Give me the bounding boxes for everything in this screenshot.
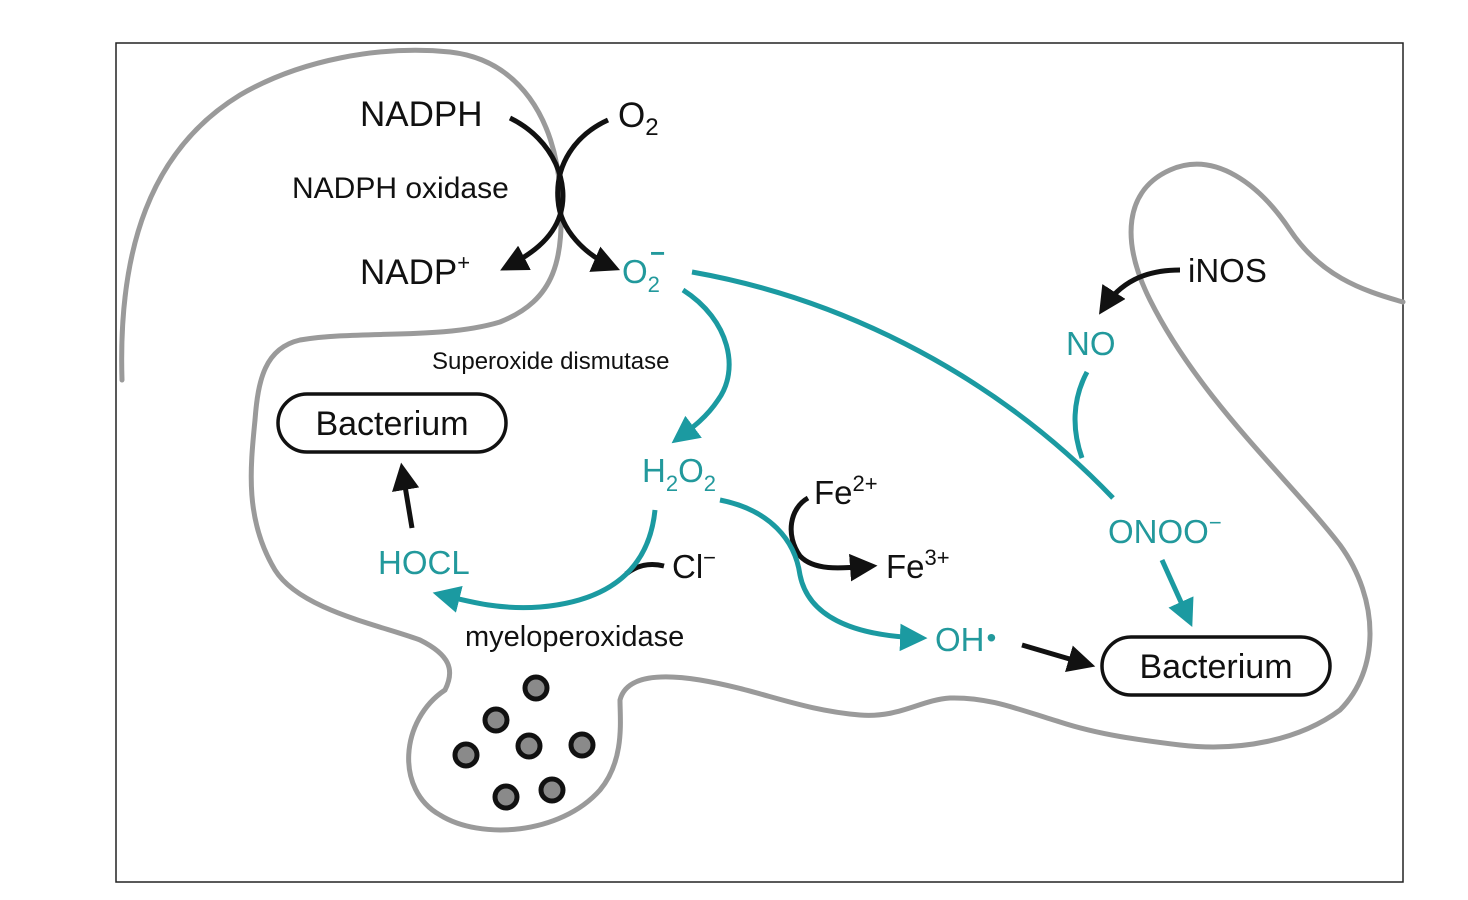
chloride-label: Cl− — [672, 545, 716, 585]
hypochlorous-acid-label: HOCL — [378, 544, 470, 581]
arrow-superoxide-to-h2o2 — [671, 287, 732, 444]
bacterium-left-label: Bacterium — [315, 405, 468, 443]
arrow-h2o2-to-hydroxyl — [719, 497, 928, 652]
superoxide-label: O2 — [622, 253, 660, 297]
o2-label: O2 — [618, 96, 659, 141]
bacterium-right: Bacterium — [1100, 635, 1332, 697]
granules-group — [452, 674, 596, 811]
hydroxyl-radical-label: OH• — [935, 621, 996, 658]
nadph-oxidase-label: NADPH oxidase — [292, 172, 509, 205]
arrow-h2o2-to-hocl — [432, 509, 658, 613]
granule — [538, 776, 566, 804]
peroxynitrite-label: ONOO− — [1108, 510, 1222, 550]
membrane-upper-lobe — [119, 47, 564, 423]
arrow-peroxynitrite-to-bacterium — [1159, 558, 1194, 628]
granule — [482, 706, 510, 734]
arrow-fe2-to-fe3 — [788, 495, 878, 582]
superoxide-dismutase-label: Superoxide dismutase — [432, 348, 669, 375]
granule — [568, 731, 596, 759]
arrow-no-join — [1072, 370, 1090, 459]
hydrogen-peroxide-label: H2O2 — [642, 452, 716, 496]
ferric-iron-label: Fe3+ — [886, 545, 950, 585]
nadph-label: NADPH — [360, 95, 483, 134]
granule — [492, 783, 520, 811]
inos-label: iNOS — [1188, 252, 1267, 289]
arrow-superoxide-to-peroxynitrite — [691, 269, 1115, 500]
arrow-o2-to-superoxide — [555, 117, 621, 272]
granule — [522, 674, 550, 702]
granule — [515, 732, 543, 760]
arrow-nadph-to-nadp — [500, 115, 566, 271]
bacterium-left: Bacterium — [276, 392, 508, 454]
figure-frame — [115, 42, 1404, 883]
myeloperoxidase-label: myeloperoxidase — [465, 621, 684, 653]
arrow-hocl-to-bacterium — [392, 462, 420, 529]
ferrous-iron-label: Fe2+ — [814, 471, 878, 511]
bacterium-right-label: Bacterium — [1139, 648, 1292, 686]
granule — [452, 741, 480, 769]
arrow-inos-to-no — [1099, 267, 1181, 315]
nadp-label: NADP+ — [360, 250, 470, 292]
superoxide-charge: − — [650, 238, 665, 268]
arrow-oh-to-bacterium — [1021, 642, 1096, 672]
nitric-oxide-label: NO — [1066, 325, 1116, 362]
